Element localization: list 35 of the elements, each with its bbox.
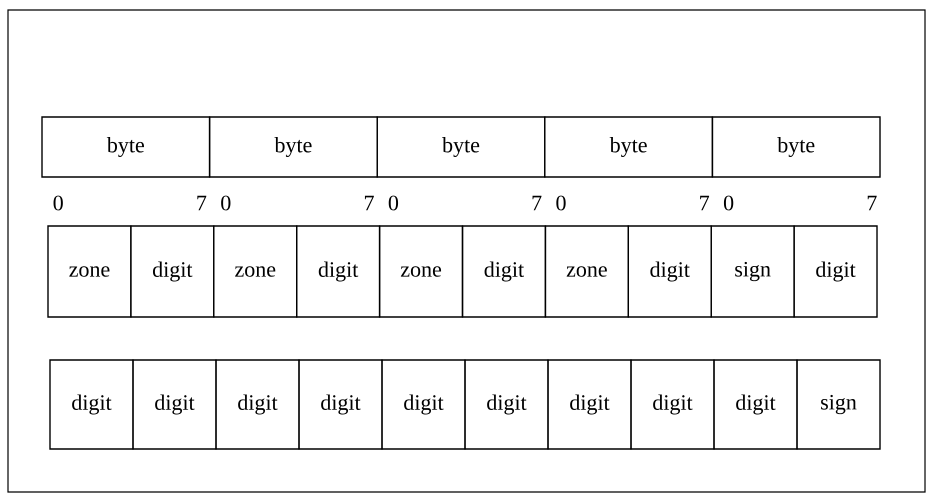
field-cell: digit <box>462 225 546 318</box>
field-cell: digit <box>547 359 632 450</box>
field-cell: digit <box>628 225 712 318</box>
field-cell: zone <box>47 225 132 318</box>
bit-number: 7 <box>364 196 374 210</box>
field-cell: digit <box>215 359 300 450</box>
field-cell: digit <box>793 225 878 318</box>
field-cell: digit <box>296 225 380 318</box>
bit-number: 7 <box>700 196 710 210</box>
field-cell: byte <box>376 116 546 178</box>
bit-number: 0 <box>221 196 230 210</box>
bit-number: 0 <box>388 196 398 210</box>
field-cell: digit <box>298 359 383 450</box>
field-cell: digit <box>49 359 134 450</box>
field-cell: digit <box>713 359 798 450</box>
bit-number: 7 <box>868 196 877 210</box>
field-cell: zone <box>544 225 629 318</box>
field-cell: digit <box>630 359 715 450</box>
field-cell: digit <box>381 359 466 450</box>
field-cell: zone <box>213 225 298 318</box>
field-cell: sign <box>710 225 795 318</box>
field-cell: sign <box>796 359 881 450</box>
field-cell: digit <box>130 225 214 318</box>
bit-number: 7 <box>197 196 206 210</box>
field-cell: zone <box>378 225 464 318</box>
field-cell: digit <box>132 359 217 450</box>
bit-number: 7 <box>532 196 542 210</box>
bit-number: 0 <box>724 196 734 210</box>
bit-number: 0 <box>556 196 566 210</box>
field-cell: byte <box>208 116 378 178</box>
field-cell: byte <box>41 116 210 178</box>
field-cell: digit <box>464 359 549 450</box>
field-cell: byte <box>712 116 881 178</box>
field-cell: byte <box>544 116 714 178</box>
bit-number: 0 <box>54 196 63 210</box>
